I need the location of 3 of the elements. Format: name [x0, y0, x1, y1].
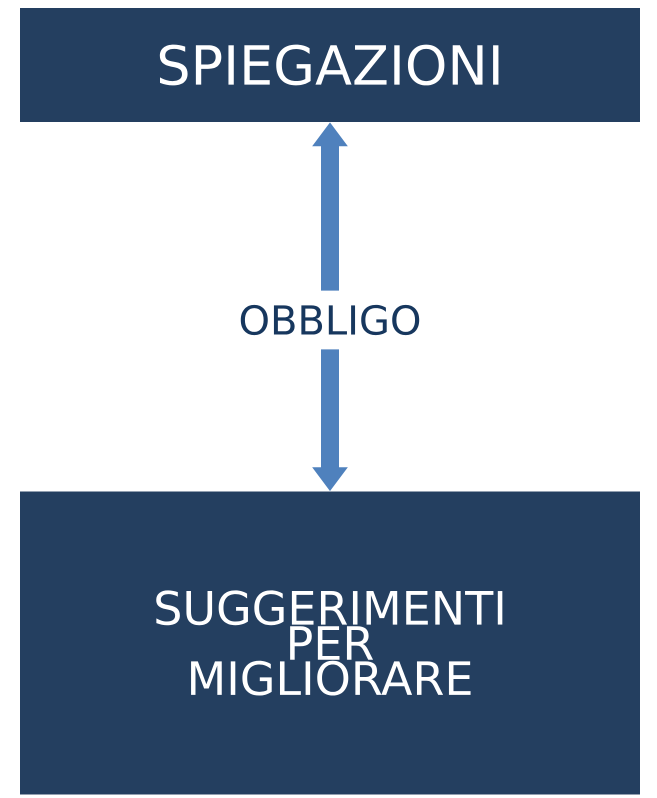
title-box: SUGGERIMENTI PER MIGLIORARE	[20, 492, 640, 794]
title-box: SPIEGAZIONI	[20, 8, 640, 122]
label-text: OBBLIGO	[240, 304, 420, 336]
